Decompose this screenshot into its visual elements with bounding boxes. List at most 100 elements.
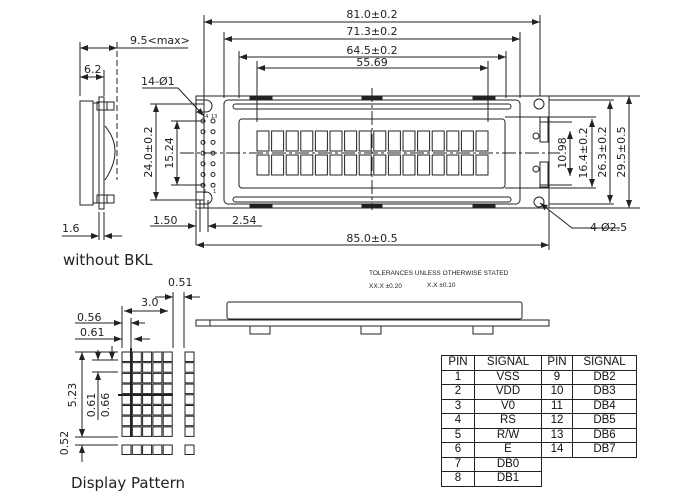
matrix-dot — [121, 426, 132, 437]
dim-pin-block-height: 24.0±0.2 — [142, 126, 155, 177]
pin-label-2: 2 — [203, 189, 206, 195]
pin-hole — [200, 161, 206, 167]
character-cell — [446, 154, 460, 176]
pin-hole — [200, 129, 206, 135]
pin-hole — [200, 139, 206, 145]
character-cell — [256, 154, 270, 176]
pattern-dot-pitch: 0.61 — [80, 326, 105, 339]
signal-cell: DB5 — [572, 413, 637, 429]
character-cell — [373, 154, 387, 176]
pin-hole — [210, 182, 216, 188]
character-cell — [329, 130, 343, 152]
pin-label-14: 14 — [202, 114, 208, 120]
header-pin: PIN — [441, 355, 475, 371]
cursor-dot — [131, 444, 142, 455]
signal-cell: DB7 — [572, 442, 637, 458]
cursor-dot — [162, 444, 173, 455]
dim-pin-span: 15.24 — [163, 137, 176, 169]
next-char-dot — [184, 362, 195, 373]
pattern-dot-width: 0.56 — [77, 311, 102, 324]
display-pattern — [75, 292, 211, 462]
next-char-dot — [184, 372, 195, 384]
matrix-dot — [152, 372, 163, 384]
matrix-dot — [152, 383, 163, 395]
pin-number-cell: 10 — [541, 384, 573, 400]
dim-pcb-height: 29.5±0.5 — [615, 126, 628, 177]
signal-cell: DB1 — [474, 471, 542, 487]
matrix-dot — [131, 415, 142, 427]
character-cell — [417, 154, 431, 176]
pin-hole — [210, 161, 216, 167]
character-cell — [329, 154, 343, 176]
dim-active-height: 10.98 — [556, 137, 569, 169]
character-cell — [314, 154, 328, 176]
character-cell — [460, 130, 474, 152]
pin-number-cell: 3 — [441, 398, 475, 414]
pin-number-cell — [542, 472, 573, 487]
pin-number-cell: 9 — [541, 369, 573, 385]
without-bkl-label: without BKL — [63, 251, 153, 269]
signal-cell — [573, 472, 637, 487]
pattern-dot-vpitch: 0.66 — [99, 393, 112, 418]
character-cell — [417, 130, 431, 152]
signal-cell: DB3 — [572, 384, 637, 400]
character-cell — [431, 154, 445, 176]
matrix-dot — [121, 362, 132, 373]
matrix-dot — [121, 351, 132, 362]
top-dimensions — [203, 15, 541, 122]
pin-number-cell: 6 — [441, 442, 475, 458]
pin-number-cell: 13 — [541, 427, 573, 443]
character-cell — [344, 154, 358, 176]
pin-hole — [210, 129, 216, 135]
header-pin: PIN — [541, 355, 573, 371]
character-cell — [358, 130, 372, 152]
signal-cell: VDD — [474, 384, 542, 400]
character-cell — [402, 154, 416, 176]
matrix-dot — [162, 383, 173, 395]
character-cell — [475, 130, 489, 152]
dim-mounting-holes: 4-Ø2.5 — [590, 221, 627, 234]
pin-number-cell: 14 — [541, 442, 573, 458]
matrix-dot — [152, 362, 163, 373]
dim-bezel-width: 71.3±0.2 — [346, 25, 397, 38]
signal-cell — [573, 457, 637, 472]
dim-pin-holes: 14-Ø1 — [141, 75, 175, 88]
matrix-dot — [131, 372, 142, 384]
matrix-dot — [162, 372, 173, 384]
character-cell — [431, 130, 445, 152]
signal-cell: RS — [474, 413, 542, 429]
character-cell — [402, 130, 416, 152]
matrix-dot — [131, 394, 142, 405]
matrix-dot — [142, 383, 153, 395]
pin-number-cell: 12 — [541, 413, 573, 429]
signal-cell: DB6 — [572, 427, 637, 443]
matrix-dot — [152, 351, 163, 362]
display-pattern-label: Display Pattern — [71, 474, 185, 492]
matrix-dot — [121, 405, 132, 416]
next-char-dot — [184, 351, 195, 362]
cursor-dot — [152, 444, 163, 455]
character-cell — [358, 154, 372, 176]
lcd-bottom-view — [195, 301, 550, 335]
pin-number-cell: 8 — [441, 471, 475, 487]
pin-label-13: 13 — [211, 114, 217, 120]
matrix-dot — [121, 372, 132, 384]
character-cell — [344, 130, 358, 152]
pin-number-cell: 11 — [541, 398, 573, 414]
matrix-dot — [142, 426, 153, 437]
matrix-dot — [142, 394, 153, 405]
right-dimensions — [505, 96, 632, 229]
signal-cell: R/W — [474, 427, 542, 443]
pattern-cursor-gap: 0.52 — [58, 431, 71, 456]
signal-cell: V0 — [474, 398, 542, 414]
signal-cell: VSS — [474, 369, 542, 385]
signal-cell: DB2 — [572, 369, 637, 385]
lcd-side-view — [62, 42, 188, 240]
